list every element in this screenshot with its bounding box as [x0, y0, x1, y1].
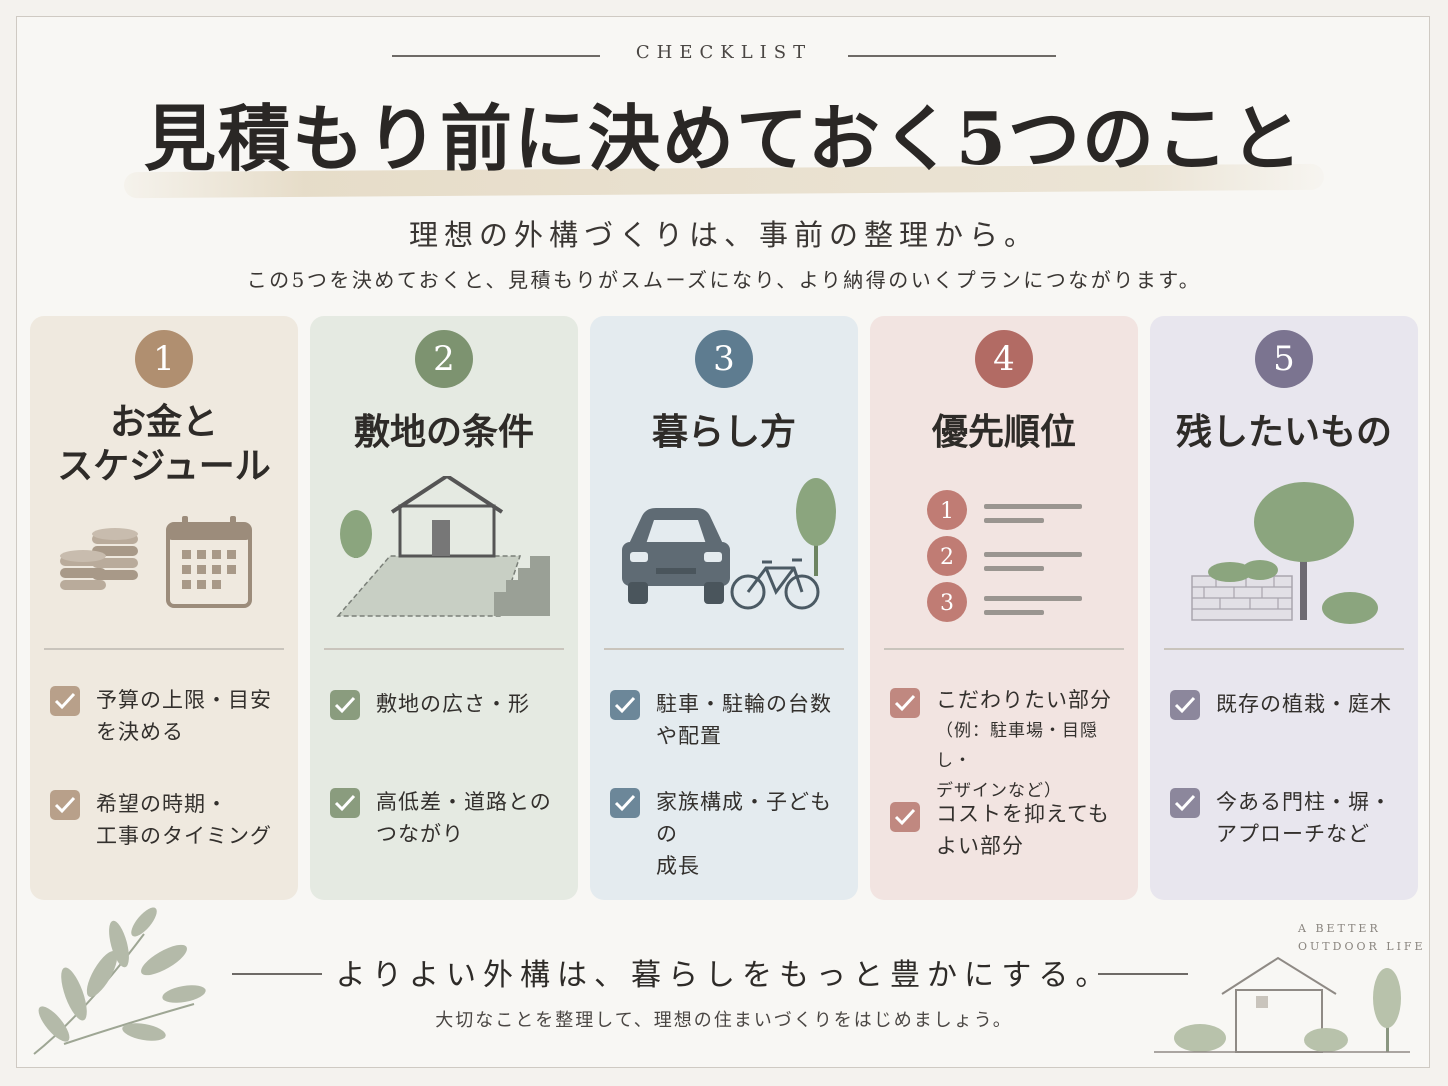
card-title: 優先順位 [870, 410, 1138, 454]
card-title: 敷地の条件 [310, 410, 578, 454]
card-title-line: 残したいもの [1175, 411, 1392, 453]
house-on-slope-icon [336, 476, 522, 617]
card-title-line: お金と [109, 401, 218, 443]
coins-icon [60, 528, 138, 590]
card-number-badge: 3 [695, 330, 753, 388]
footer-message: よりよい外構は、暮らしをもっと豊かにする。 [335, 958, 1113, 993]
checkbox-checked-icon [50, 686, 80, 716]
keep-illustration [1191, 482, 1378, 624]
eyebrow-rule-left [392, 55, 600, 57]
checkbox-checked-icon [50, 790, 80, 820]
item-text-line: や配置 [656, 724, 722, 748]
calendar-icon [166, 516, 252, 608]
item-text-line: 駐車・駐輪の台数 [656, 692, 832, 716]
leaf-branch-icon [33, 907, 206, 1055]
tree-icon [340, 510, 372, 558]
subtitle: 理想の外構づくりは、事前の整理から。 [408, 218, 1039, 252]
page-title: 見積もり前に決めておく5つのこと [144, 96, 1304, 181]
item-note-line: デザインなど） [936, 781, 1062, 801]
card-number-badge: 1 [135, 330, 193, 388]
checkbox-checked-icon [610, 690, 640, 720]
card-divider [604, 648, 844, 650]
item-text-line: よい部分 [936, 834, 1024, 858]
priority-number: 2 [940, 545, 954, 570]
checklist-item: 高低差・道路とのつながり [330, 786, 570, 850]
footer-sub: 大切なことを整理して、理想の住まいづくりをはじめましょう。 [435, 1010, 1013, 1031]
item-text-line: 希望の時期・ [96, 792, 228, 816]
card-money-schedule: 1 お金と スケジュール [30, 316, 298, 900]
card-things-to-keep: 5 残したいもの 既存の植栽・庭木 今ある門柱・塀・アプローチな [1150, 316, 1418, 900]
card-title-line: 優先順位 [931, 411, 1076, 453]
item-text-line: 工事のタイミング [96, 824, 272, 848]
house-outline-icon [1154, 956, 1410, 1053]
card-number-badge: 5 [1255, 330, 1313, 388]
item-text-line: 家族構成・子どもの [656, 790, 832, 846]
eyebrow-rule-right [848, 55, 1056, 57]
lifestyle-illustration [622, 478, 836, 610]
tagline-line: OUTDOOR LIFE [1298, 940, 1426, 953]
item-text-line: 既存の植栽・庭木 [1216, 692, 1392, 716]
item-text-line: つながり [376, 822, 464, 846]
card-title-line: 敷地の条件 [353, 411, 534, 453]
item-text-line: 予算の上限・目安 [96, 688, 272, 712]
checklist-item: 予算の上限・目安を決める [50, 684, 290, 748]
card-title: 暮らし方 [590, 410, 858, 454]
checklist-item: 既存の植栽・庭木 [1170, 688, 1410, 720]
tagline-line: A BETTER [1298, 922, 1381, 935]
bicycle-icon [730, 558, 820, 610]
car-icon [622, 508, 730, 604]
checkbox-checked-icon [330, 788, 360, 818]
card-title-line: スケジュール [57, 445, 271, 487]
card-divider [884, 648, 1124, 650]
checkbox-checked-icon [890, 802, 920, 832]
priority-number: 3 [940, 591, 954, 616]
shrub-icon [1322, 592, 1378, 624]
eyebrow-label: CHECKLIST [635, 42, 813, 63]
tree-icon [1254, 482, 1354, 620]
card-title: 残したいもの [1150, 410, 1418, 454]
item-text-line: アプローチなど [1216, 822, 1370, 846]
checklist-item: 駐車・駐輪の台数や配置 [610, 688, 850, 752]
card-divider [1164, 648, 1404, 650]
checkbox-checked-icon [610, 788, 640, 818]
card-title: お金と スケジュール [30, 400, 298, 488]
priority-number: 1 [940, 499, 954, 524]
item-note-line: （例：駐車場・目隠し・ [936, 721, 1098, 771]
item-text-line: コストを抑えても [936, 802, 1110, 826]
checkbox-checked-icon [1170, 788, 1200, 818]
item-text-line: を決める [96, 720, 184, 744]
card-divider [324, 648, 564, 650]
checklist-item: 家族構成・子どもの成長 [610, 786, 850, 882]
card-divider [44, 648, 284, 650]
item-text-line: 高低差・道路との [376, 790, 552, 814]
checkbox-checked-icon [890, 688, 920, 718]
money-schedule-illustration [60, 516, 252, 608]
card-number-badge: 2 [415, 330, 473, 388]
item-text-line: 敷地の広さ・形 [376, 692, 530, 716]
site-illustration [336, 476, 550, 617]
card-site-conditions: 2 敷地の条件 敷地の広さ・形 高低差・道路とのつながり [310, 316, 578, 900]
checkbox-checked-icon [1170, 690, 1200, 720]
priority-list-icon: 1 2 3 [927, 490, 1082, 622]
card-priorities: 4 優先順位 1 2 3 こだわりたい部分 （例：駐車場・目隠し・ デザインなど… [870, 316, 1138, 900]
footer-rule-left [232, 973, 322, 975]
card-number-badge: 4 [975, 330, 1033, 388]
checklist-item: こだわりたい部分 （例：駐車場・目隠し・ デザインなど） [890, 684, 1130, 806]
card-lifestyle: 3 暮らし方 駐車・駐輪の台数や配置 [590, 316, 858, 900]
item-text-line: こだわりたい部分 [936, 688, 1112, 712]
footer-rule-right [1098, 973, 1188, 975]
checkbox-checked-icon [330, 690, 360, 720]
checklist-item: 今ある門柱・塀・アプローチなど [1170, 786, 1410, 850]
stone-wall-icon [1191, 560, 1293, 621]
checklist-item: コストを抑えてもよい部分 [890, 798, 1130, 862]
checklist-item: 希望の時期・工事のタイミング [50, 788, 290, 852]
checklist-item: 敷地の広さ・形 [330, 688, 570, 720]
stairs-icon [494, 556, 550, 616]
item-text-line: 成長 [656, 854, 700, 878]
item-text-line: 今ある門柱・塀・ [1216, 790, 1392, 814]
card-title-line: 暮らし方 [651, 411, 796, 453]
tree-icon [796, 478, 836, 576]
lead-text: この5つを決めておくと、見積もりがスムーズになり、より納得のいくプランにつながり… [246, 268, 1202, 292]
